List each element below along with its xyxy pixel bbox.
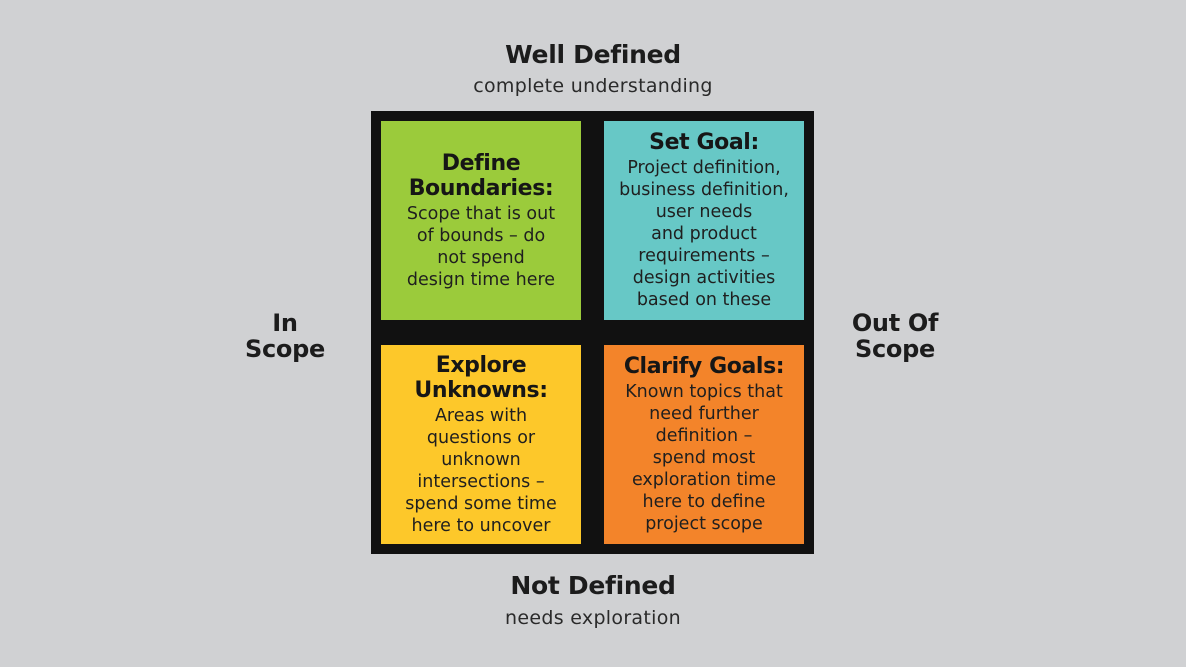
quadrant-body: Areas with questions or unknown intersec… [405,405,557,537]
quadrant-title-line: Define [441,150,521,176]
quadrant-body-line: here to define [642,492,766,512]
quadrant-title-line: Boundaries: [408,175,554,201]
quadrant-body-line: business definition, [619,180,789,200]
quadrant-body-line: and product [651,224,757,244]
quadrant-body-line: spend some time [405,493,557,514]
top-axis-subtitle: complete understanding [473,75,713,97]
quadrant-body-line: user needs [655,202,753,222]
right-axis-label: Out Of Scope [835,310,955,362]
bottom-axis-title: Not Defined [510,571,676,600]
quadrant-title: Set Goal: [649,130,759,155]
quadrant-body-line: Scope that is out [406,203,556,224]
quadrant-title-line: Unknowns: [414,377,548,403]
quadrant-body: Known topics that need further definitio… [625,381,783,535]
quadrant-title: Explore Unknowns: [414,352,548,403]
right-axis-label-line: Scope [855,335,935,363]
left-axis-label: In Scope [235,310,335,362]
quadrant-body: Scope that is out of bounds – do not spe… [407,203,555,291]
quadrant-title-line: Clarify Goals: [623,354,785,379]
quadrant-body-line: design time here [406,269,556,290]
quadrant-title-line: Set Goal: [649,130,759,155]
left-axis-label-line: Scope [245,335,325,363]
quadrant-body-line: definition – [655,426,753,446]
quadrant-body-line: requirements – [638,246,770,266]
quadrant-set-goal: Set Goal: Project definition, business d… [594,111,814,330]
quadrant-body-line: design activities [632,268,776,288]
top-axis-title: Well Defined [505,40,681,69]
quadrant-body-line: intersections – [417,471,545,492]
quadrant-body-line: here to uncover [411,515,551,536]
quadrant-define-boundaries: Define Boundaries: Scope that is out of … [371,111,591,330]
quadrant-body-line: not spend [437,247,525,268]
quadrant-body-line: of bounds – do [416,225,546,246]
quadrant-body-line: Known topics that [625,382,783,402]
quadrant-body-line: spend most [652,448,756,468]
quadrant-title: Clarify Goals: [623,354,785,379]
quadrant-explore-unknowns: Explore Unknowns: Areas with questions o… [371,335,591,554]
quadrant-body-line: project scope [645,514,763,534]
quadrant-body-line: need further [649,404,759,424]
quadrant-body-line: exploration time [631,470,777,490]
bottom-axis-subtitle: needs exploration [505,607,681,629]
quadrant-body-line: Project definition, [627,158,781,178]
quadrant-body-line: Areas with [434,405,528,426]
quadrant-grid: Define Boundaries: Scope that is out of … [371,111,814,554]
quadrant-body: Project definition, business definition,… [619,157,789,311]
quadrant-title-line: Explore [435,352,527,378]
right-axis-label-line: Out Of [851,309,939,337]
quadrant-body-line: based on these [636,290,772,310]
quadrant-body-line: unknown [441,449,521,470]
quadrant-title: Define Boundaries: [409,151,554,201]
left-axis-label-line: In [272,309,298,337]
quadrant-body-line: questions or [426,427,536,448]
quadrant-clarify-goals: Clarify Goals: Known topics that need fu… [594,335,814,554]
